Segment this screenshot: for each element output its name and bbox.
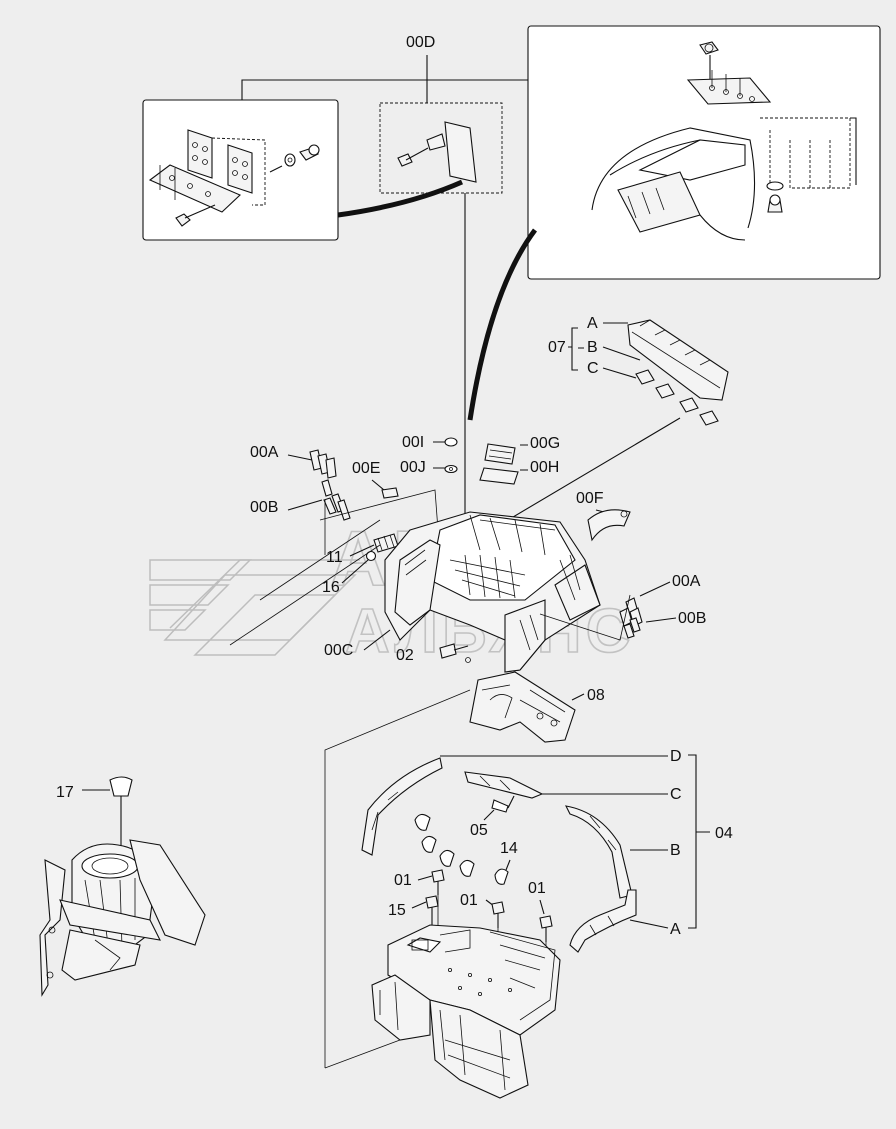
left-base-assembly [39,839,206,997]
label-00F: 00F [576,490,604,507]
part-08-bracket [469,671,576,743]
label-04-B: B [670,842,681,859]
inset-top-right [527,25,881,280]
label-04-A: A [670,921,681,938]
part-04-D [361,757,443,856]
label-05: 05 [470,822,488,839]
inset-leader-top-left [337,179,464,218]
label-00E: 00E [352,460,380,477]
label-00I: 00I [402,434,424,451]
label-01-b: 01 [460,892,478,909]
label-07: 07 [548,339,566,356]
label-00J: 00J [400,459,426,476]
part-04-A [569,889,637,953]
label-07-C: C [587,360,599,377]
label-04: 04 [715,825,733,842]
label-01-a: 01 [394,872,412,889]
label-07-B: B [587,339,598,356]
part-07-panel [627,319,729,426]
label-17: 17 [56,784,74,801]
leader-07 [507,417,681,521]
label-15: 15 [388,902,406,919]
label-00D: 00D [406,34,435,51]
part-04-B [565,805,633,899]
floor-frame [371,924,561,1099]
label-00B-right: 00B [678,610,706,627]
label-04-D: D [670,748,682,765]
inset-top-left [142,99,339,241]
label-11: 11 [326,549,343,566]
bracket-04 [688,754,710,929]
label-07-A: A [587,315,598,332]
label-04-C: C [670,786,682,803]
label-00C: 00C [324,642,353,659]
main-console [384,511,601,673]
bracket-07 [568,327,584,371]
label-01-c: 01 [528,880,546,897]
part-04-C [464,771,544,799]
label-14: 14 [500,840,518,857]
dashed-frame-04 [324,689,471,1069]
inset-00D [379,102,503,194]
label-08: 08 [587,687,605,704]
label-16: 16 [322,579,340,596]
label-00A-left: 00A [250,444,279,461]
label-00H: 00H [530,459,559,476]
label-02: 02 [396,647,414,664]
label-00B-left: 00B [250,499,278,516]
inset-leader-top-right [467,228,538,421]
leader-00D [241,55,528,103]
label-00A-right: 00A [672,573,701,590]
label-00G: 00G [530,435,560,452]
